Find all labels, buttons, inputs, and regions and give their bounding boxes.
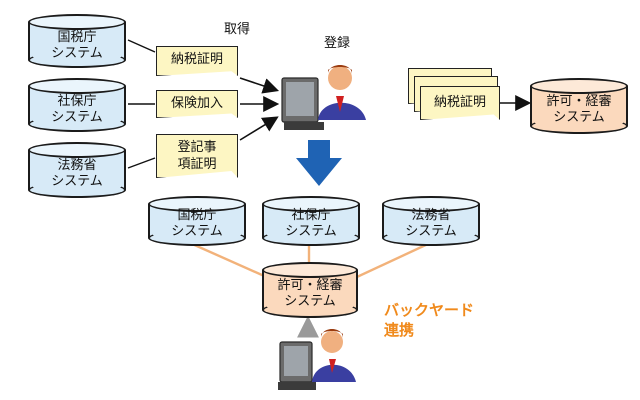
register-label: 登録 (324, 36, 351, 51)
doc-line1: 登記事 (177, 140, 217, 155)
arrow-registry-to-operator (239, 116, 279, 141)
db-line2: システム (405, 224, 457, 239)
db-line1: 社保庁 (57, 94, 97, 109)
doc-line2: 項証明 (177, 157, 217, 172)
justice-ministry-db-bottom: 法務省システム (382, 196, 480, 246)
db-line1: 国税庁 (177, 208, 217, 223)
db-line1: 法務省 (57, 158, 97, 173)
social-insurance-db: 社保庁システム (28, 78, 126, 132)
db-line2: システム (553, 110, 605, 125)
db-line1: 許可・経審 (546, 94, 612, 109)
operator-icon (281, 65, 366, 130)
backyard-line2: 連携 (384, 321, 415, 339)
db-line1: 社保庁 (291, 208, 331, 223)
arrow-tax-to-operator (239, 77, 280, 94)
backyard-line1: バックヤード (384, 301, 475, 319)
output-tax-certificate-doc: 納税証明 (420, 86, 500, 120)
permit-system-db: 許可・経審システム (530, 78, 628, 134)
link-legal-db (127, 157, 156, 169)
operator-icon-bottom (278, 329, 356, 390)
db-line1: 国税庁 (57, 30, 97, 45)
db-line1: 法務省 (411, 208, 451, 223)
permit-system-db-center: 許可・経審システム (262, 262, 358, 318)
tax-certificate-doc: 納税証明 (156, 46, 238, 76)
db-line2: システム (51, 46, 103, 61)
registry-certificate-doc: 登記事 項証明 (156, 134, 238, 178)
doc-label: 納税証明 (170, 52, 223, 67)
db-line2: システム (285, 224, 337, 239)
doc-label: 納税証明 (433, 95, 486, 110)
db-line2: システム (284, 294, 336, 309)
link-tax-db (127, 39, 156, 53)
db-line2: システム (171, 224, 223, 239)
transition-arrow (296, 140, 342, 186)
doc-label: 保険加入 (170, 96, 223, 111)
backyard-integration-label: バックヤード 連携 (384, 300, 474, 340)
social-insurance-db-bottom: 社保庁システム (262, 196, 360, 246)
justice-ministry-db: 法務省システム (28, 142, 126, 198)
db-line2: システム (51, 110, 103, 125)
insurance-doc: 保険加入 (156, 90, 238, 118)
db-line1: 許可・経審 (277, 278, 343, 293)
tax-agency-db-bottom: 国税庁システム (148, 196, 246, 246)
tax-agency-db: 国税庁システム (28, 14, 126, 68)
db-line2: システム (51, 174, 103, 189)
link-legal-to-center (343, 241, 431, 285)
acquire-label: 取得 (224, 22, 251, 37)
